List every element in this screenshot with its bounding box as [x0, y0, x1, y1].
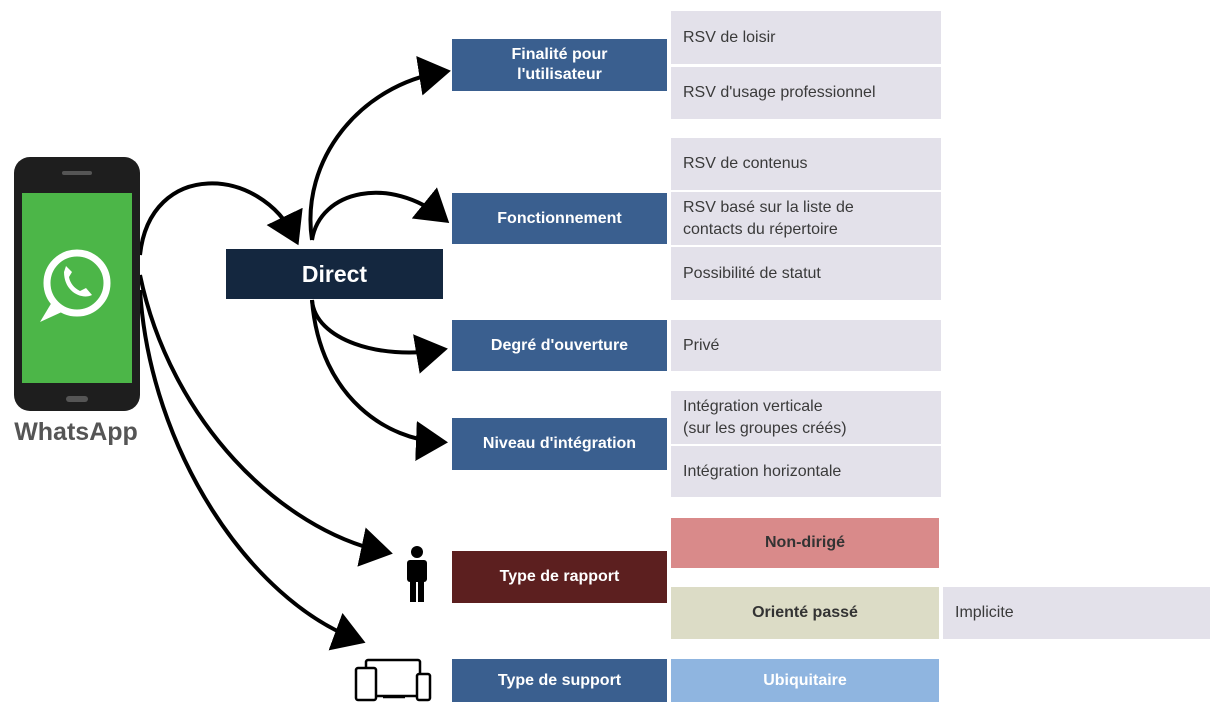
option-loisir: RSV de loisir [671, 11, 941, 64]
option-horizontale: Intégration horizontale [671, 446, 941, 497]
option-prive: Privé [671, 320, 941, 371]
option-non-dirige: Non-dirigé [671, 518, 939, 568]
phone-screen [22, 193, 132, 383]
arrow-direct-to-finalite [308, 55, 451, 241]
arrow-phone-to-rapport [138, 274, 393, 567]
option-contacts: RSV basé sur la liste de contacts du rép… [671, 192, 941, 245]
option-oriente-passe: Orienté passé [671, 587, 939, 639]
category-rapport: Type de rapport [452, 551, 667, 603]
app-name-label: WhatsApp [14, 418, 138, 446]
category-support: Type de support [452, 659, 667, 702]
hub-direct: Direct [226, 249, 443, 299]
arrow-direct-to-ouverture [310, 299, 448, 374]
arrow-direct-to-fonctionnement [310, 187, 450, 241]
category-ouverture: Degré d'ouverture [452, 320, 667, 371]
category-finalite: Finalité pour l'utilisateur [452, 39, 667, 91]
arrow-phone-to-direct [138, 181, 303, 256]
arrow-phone-to-support [138, 289, 366, 651]
arrow-direct-to-integration [310, 299, 448, 462]
category-fonctionnement: Fonctionnement [452, 193, 667, 244]
option-implicite: Implicite [943, 587, 1210, 639]
option-contenus: RSV de contenus [671, 138, 941, 190]
phone-speaker [62, 171, 92, 175]
option-statut: Possibilité de statut [671, 247, 941, 300]
category-integration: Niveau d'intégration [452, 418, 667, 470]
option-ubiquitaire: Ubiquitaire [671, 659, 939, 702]
option-verticale: Intégration verticale (sur les groupes c… [671, 391, 941, 444]
option-pro: RSV d'usage professionnel [671, 67, 941, 119]
phone-home-button [66, 396, 88, 402]
